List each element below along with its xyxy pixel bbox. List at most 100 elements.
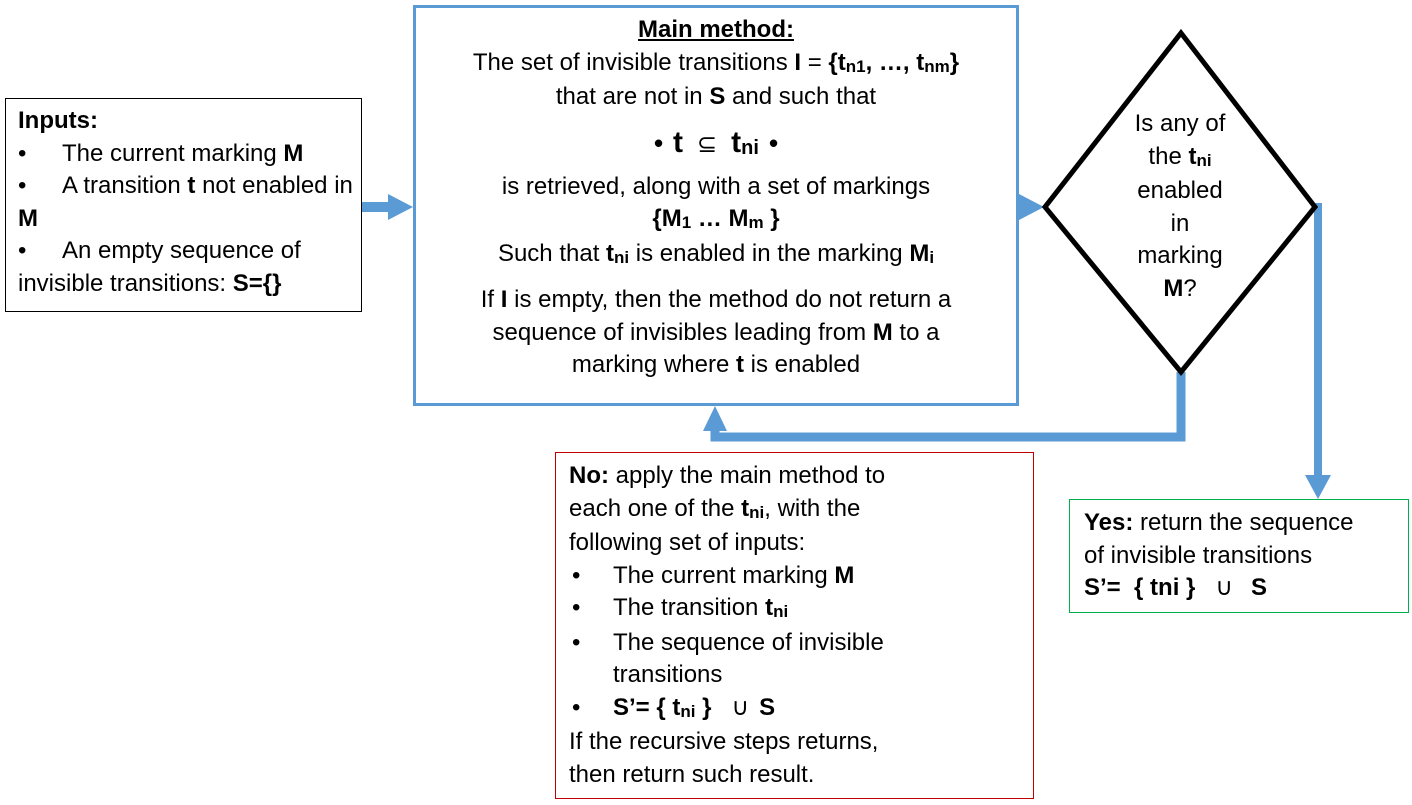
no-line2-t: t [741, 494, 750, 522]
main-line-set-sub1: n1 [845, 56, 866, 76]
inputs-item-transition: A transition t not enabled in M [18, 170, 361, 235]
no-line1-text: apply the main method to [608, 462, 886, 489]
no-item-sprime-cup: ∪ [731, 693, 750, 721]
arrow-decision-no-head [703, 406, 727, 431]
no-item-sprime-pre: S’= { t [613, 693, 681, 721]
no-line5: then return such result. [569, 760, 815, 788]
arrow-decision-yes-head [1305, 475, 1331, 499]
main-line-enabled-tsub: ni [614, 247, 630, 267]
no-item-marking-bold: M [834, 561, 855, 589]
no-item-sprime-sub: ni [680, 701, 696, 721]
arrow-decision-yes-line [1312, 203, 1322, 476]
formula-subset-symbol: ⊆ [697, 130, 718, 158]
no-item-transition-text: The transition [613, 594, 766, 621]
main-line-enabled: Such that tni is enabled in the marking … [416, 238, 1016, 273]
inputs-item-sequence: An empty sequence of invisible transitio… [18, 235, 361, 300]
no-line2-pre: each one of the [569, 494, 742, 522]
decision-diamond [1041, 28, 1319, 376]
no-item-marking: The current marking M [569, 560, 1033, 593]
main-line-set-subm: nm [924, 56, 950, 76]
inputs-item-marking-text: The current marking [62, 139, 284, 167]
markings-close: } [763, 205, 780, 232]
no-item-transition: The transition tni [569, 592, 1033, 627]
inputs-item-marking-bold: M [283, 139, 304, 167]
no-item-transition-t: t [765, 594, 774, 621]
main-line-marking-where-t: t [735, 351, 744, 378]
inputs-item-transition-mid: not enabled in [195, 172, 353, 199]
no-item-transition-sub: ni [773, 602, 789, 621]
no-item-sprime-mid: } [695, 693, 712, 721]
no-branch-box: No: apply the main method to each one of… [555, 452, 1034, 799]
main-line-not-in-s-S: S [709, 83, 726, 110]
no-line1: No: apply the main method to [569, 460, 1033, 493]
yes-line2: of invisible transitions [1084, 541, 1313, 569]
inputs-item-sequence-bold: S={} [232, 269, 282, 297]
main-line-not-in-s-post: and such that [725, 83, 877, 110]
no-item-sequence: The sequence of invisible transitions [569, 627, 943, 692]
inputs-item-transition-text: A transition [62, 172, 188, 199]
main-line-sequence-M: M [872, 318, 893, 346]
main-line-marking-where-post: is enabled [743, 351, 861, 378]
main-line-enabled-pre: Such that [497, 239, 607, 267]
main-line-retrieved: is retrieved, along with a set of markin… [501, 172, 931, 200]
no-item-marking-text: The current marking [613, 561, 835, 589]
yes-label: Yes: [1084, 509, 1134, 536]
main-line-not-in-s: that are not in S and such that [416, 81, 1016, 114]
main-line-set-mid: , …, t [865, 48, 925, 76]
main-line-set-text: The set of invisible transitions [472, 48, 795, 76]
decision-label: Is any of the tni enabled in marking M? [1110, 108, 1250, 305]
yes-line1-text: return the sequence [1133, 509, 1354, 536]
no-line2: each one of the tni, with the [569, 493, 1033, 528]
arrow-inputs-to-main [362, 194, 413, 220]
main-formula: •t⊆tni• [416, 120, 1016, 169]
yes-branch-box: Yes: return the sequence of invisible tr… [1069, 499, 1409, 613]
main-line-set-I: I [794, 48, 802, 76]
markings-open: {M [652, 205, 682, 232]
markings-subm: m [748, 213, 764, 232]
main-method-title: Main method: [638, 16, 794, 43]
decision-line4: in [1170, 209, 1190, 237]
main-line-enabled-mid: is enabled in the marking [629, 239, 910, 267]
main-line-not-in-s-text: that are not in [555, 83, 710, 110]
inputs-item-sequence-text: An empty sequence of invisible transitio… [18, 237, 301, 297]
no-item-sprime-S: S [759, 693, 776, 721]
main-line-enabled-M: M [909, 239, 930, 267]
main-line-enabled-t: t [606, 239, 615, 267]
decision-line6-M: M [1163, 274, 1184, 302]
main-method-box: Main method: The set of invisible transi… [413, 5, 1019, 406]
main-line-enabled-Msub: i [929, 247, 935, 267]
formula-tn: t [731, 125, 742, 159]
arrow-main-to-decision [1019, 194, 1044, 220]
decision-line2-t: t [1188, 142, 1197, 170]
main-line-marking-where-pre: marking where [571, 351, 736, 378]
inputs-box: Inputs: The current marking M A transiti… [5, 98, 362, 312]
inputs-item-marking: The current marking M [18, 138, 361, 171]
formula-t: t [673, 125, 684, 159]
main-line-sequence-post: to a [892, 318, 940, 346]
decision-line6: M? [1110, 273, 1250, 306]
main-line-sequence: sequence of invisibles leading from M to… [416, 317, 1016, 350]
main-line-if-empty: If I is empty, then the method do not re… [416, 284, 1016, 317]
decision-line2: the tni [1110, 141, 1250, 176]
main-spacer [416, 272, 1016, 284]
no-line4: If the recursive steps returns, [569, 728, 879, 755]
no-line2-sub: ni [749, 502, 765, 522]
formula-dot-right: • [768, 127, 779, 158]
formula-tn-sub: ni [741, 136, 759, 159]
inputs-title: Inputs: [18, 107, 98, 134]
main-line-set-close: } [949, 48, 960, 76]
yes-line3: S’= { tni }∪S [1084, 572, 1408, 605]
markings-mid: … M [691, 205, 749, 232]
no-label: No: [569, 462, 609, 489]
decision-line2-sub: ni [1196, 150, 1212, 170]
main-line-marking-where: marking where t is enabled [416, 349, 1016, 382]
yes-line1: Yes: return the sequence [1084, 507, 1408, 540]
yes-line3-pre: S’= { tni } [1084, 574, 1196, 601]
decision-line2-pre: the [1148, 142, 1189, 170]
main-line-set-open: {t [828, 48, 846, 76]
decision-line3: enabled [1137, 177, 1223, 204]
main-line-set-eq: = [801, 48, 829, 76]
no-line3: following set of inputs: [569, 529, 806, 556]
decision-line1: Is any of [1134, 110, 1226, 137]
